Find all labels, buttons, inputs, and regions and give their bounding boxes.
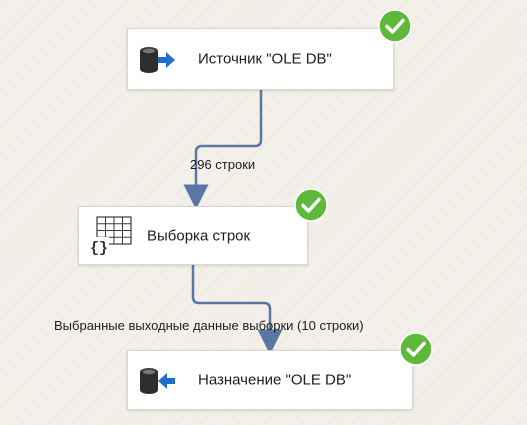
row-sampling-icon: {} (87, 216, 133, 261)
path-sampling-to-destination[interactable] (191, 265, 283, 355)
row-sampling-component[interactable]: {} Выборка строк (78, 206, 308, 265)
source-label: Источник "OLE DB" (198, 50, 332, 68)
success-check-icon (378, 9, 412, 43)
destination-label: Назначение "OLE DB" (198, 371, 352, 389)
ole-db-source-component[interactable]: Источник "OLE DB" (127, 28, 394, 90)
path-label-source-output: 296 строки (190, 157, 256, 172)
svg-text:{}: {} (90, 240, 108, 256)
ole-db-destination-icon (136, 364, 176, 403)
path-label-sampling-output: Выбранные выходные данные выборки (10 ст… (54, 318, 364, 333)
success-check-icon (399, 332, 433, 366)
ole-db-source-icon (136, 43, 176, 82)
row-sampling-label: Выборка строк (147, 227, 251, 244)
success-check-icon (294, 188, 328, 222)
ole-db-destination-component[interactable]: Назначение "OLE DB" (127, 350, 413, 410)
path-source-to-sampling[interactable] (183, 90, 263, 210)
